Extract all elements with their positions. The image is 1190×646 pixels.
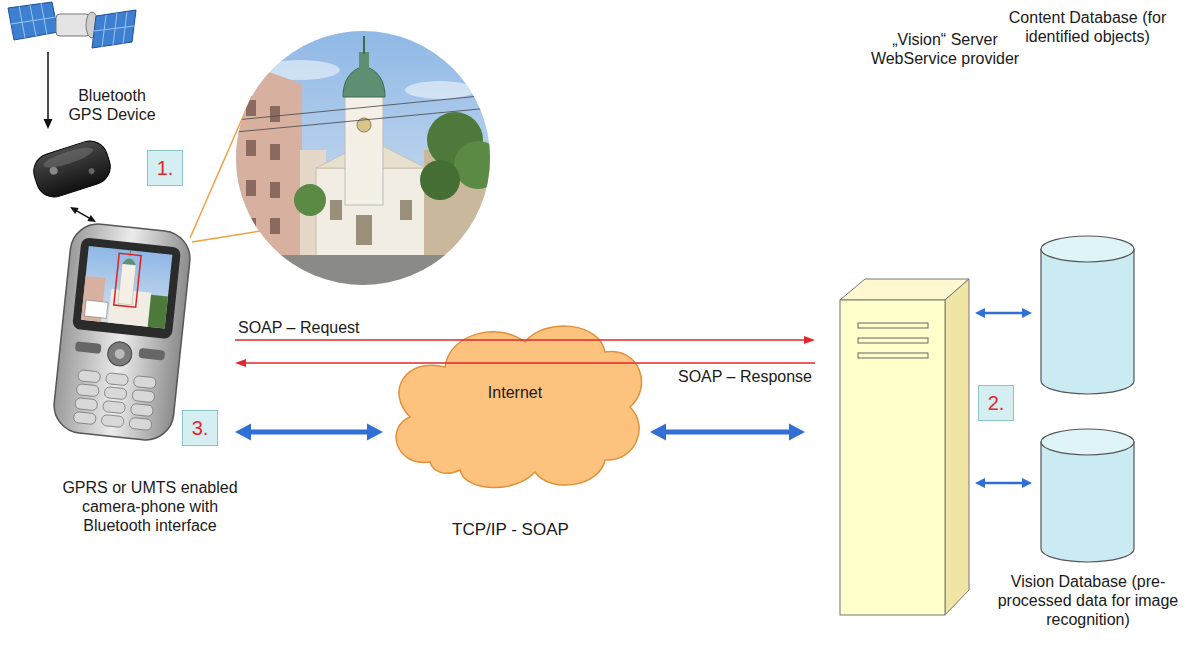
arrow-head: [235, 424, 251, 441]
arrow-line: [75, 210, 91, 219]
arrow-head: [70, 207, 79, 214]
device-label: Bluetooth GPS Device: [62, 86, 162, 124]
database-label: Vision Database (pre-processed data for …: [997, 572, 1179, 629]
database-cylinder: Content Database (for identified objects…: [1040, 235, 1135, 395]
internet-cloud: Internet: [385, 312, 647, 492]
database-link: [975, 478, 1032, 488]
camera-phone: GPRS or UMTS enabled camera-phone with B…: [45, 220, 200, 445]
callout-number: 2.: [978, 385, 1014, 421]
arrow-head: [1022, 308, 1032, 318]
server-label: „Vision“ Server WebService provider: [865, 30, 1025, 68]
device-label-holder: GPRS or UMTS enabled camera-phone with B…: [52, 478, 248, 535]
arrow-head: [804, 336, 815, 344]
arrow-head: [87, 215, 96, 222]
arrow-line: [661, 430, 794, 435]
arrow-head: [650, 424, 666, 441]
callout-number: 3.: [182, 410, 218, 446]
satellite: [8, 2, 136, 48]
arrow-label-holder: SOAP – Response: [678, 367, 812, 386]
arrow-head: [235, 359, 246, 367]
callout-number-holder: 1.: [147, 150, 183, 186]
arrow-line: [243, 362, 815, 364]
device-label: GPRS or UMTS enabled camera-phone with B…: [52, 478, 248, 535]
arrow-head: [975, 308, 985, 318]
database-label-holder: Content Database (for identified objects…: [1005, 8, 1170, 46]
gps-device-outline: [26, 133, 118, 205]
arrow-line: [982, 482, 1025, 485]
arrow-line: [235, 339, 807, 341]
cloud-label: Internet: [455, 383, 575, 402]
arrow-label: SOAP – Request: [238, 318, 360, 337]
network-link: [235, 424, 383, 441]
database-cylinder: Vision Database (pre-processed data for …: [1040, 428, 1135, 563]
arrow-label: SOAP – Response: [678, 367, 812, 386]
protocol-label-holder: TCP/IP - SOAP: [452, 520, 569, 540]
arrow-head: [367, 424, 383, 441]
bluetooth-link: [70, 207, 96, 222]
arrow-head: [1022, 478, 1032, 488]
database-cylinder-outline: [1040, 428, 1135, 563]
protocol-label: TCP/IP - SOAP: [452, 520, 569, 540]
network-link: [650, 424, 805, 441]
database-label-holder: Vision Database (pre-processed data for …: [997, 572, 1179, 629]
gps-device: Bluetooth GPS Device: [26, 133, 118, 205]
server-tower: „Vision“ Server WebService provider: [840, 278, 970, 616]
callout-number: 1.: [147, 150, 183, 186]
arrow-label-holder: SOAP – Request: [238, 318, 360, 337]
arrow-head: [975, 478, 985, 488]
gps-signal-arrow: [44, 52, 53, 129]
database-cylinder-outline: [1040, 235, 1135, 395]
arrow-line: [982, 312, 1025, 315]
database-link: [975, 308, 1032, 318]
internet-cloud-outline: [385, 312, 647, 492]
cloud-label-holder: Internet: [455, 383, 575, 402]
arrow-head: [789, 424, 805, 441]
database-label: Content Database (for identified objects…: [1005, 8, 1170, 46]
camera-phone-outline: [45, 220, 200, 445]
server-tower-outline: [840, 278, 970, 616]
callout-number-holder: 2.: [978, 385, 1014, 421]
street-photo: [236, 31, 502, 285]
device-label-holder: Bluetooth GPS Device: [62, 86, 162, 124]
arrow-line: [246, 430, 372, 435]
callout-number-holder: 3.: [182, 410, 218, 446]
server-label-holder: „Vision“ Server WebService provider: [865, 30, 1025, 68]
